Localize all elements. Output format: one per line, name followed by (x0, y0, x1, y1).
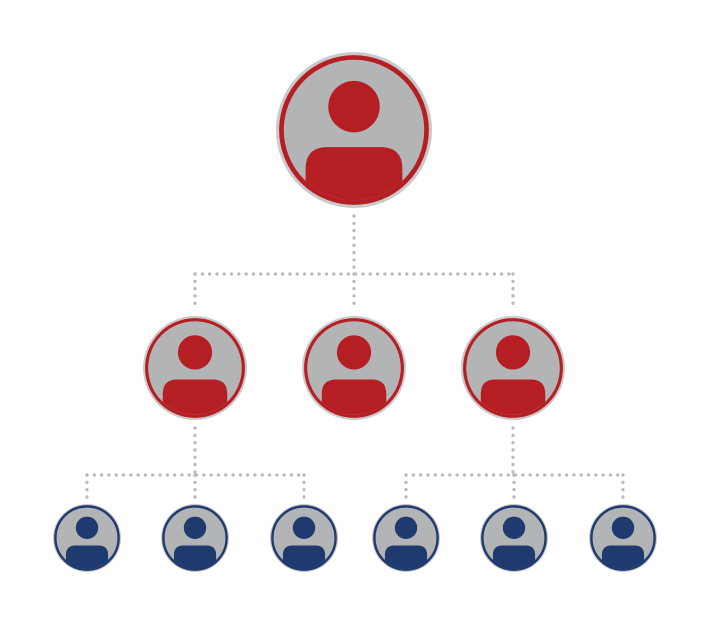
person-icon (282, 516, 326, 569)
person-icon (321, 335, 387, 415)
person-nodes (53, 52, 657, 572)
person-icon (162, 335, 228, 415)
person-icon (601, 516, 645, 569)
bottom-person-node-1-1 (53, 504, 121, 572)
middle-person-node-3 (461, 316, 565, 420)
connector-lines (85, 214, 625, 502)
person-icon (492, 516, 536, 569)
person-icon (65, 516, 109, 569)
person-icon (384, 516, 428, 569)
person-icon (173, 516, 217, 569)
bottom-person-node-3-1 (372, 504, 440, 572)
bottom-person-node-1-2 (161, 504, 229, 572)
person-icon (305, 80, 403, 201)
person-icon (480, 335, 546, 415)
bottom-person-node-3-2 (480, 504, 548, 572)
middle-person-node-2 (302, 316, 406, 420)
top-person-node (276, 52, 432, 208)
bottom-person-node-1-3 (270, 504, 338, 572)
middle-person-node-1 (143, 316, 247, 420)
bottom-person-node-3-3 (589, 504, 657, 572)
